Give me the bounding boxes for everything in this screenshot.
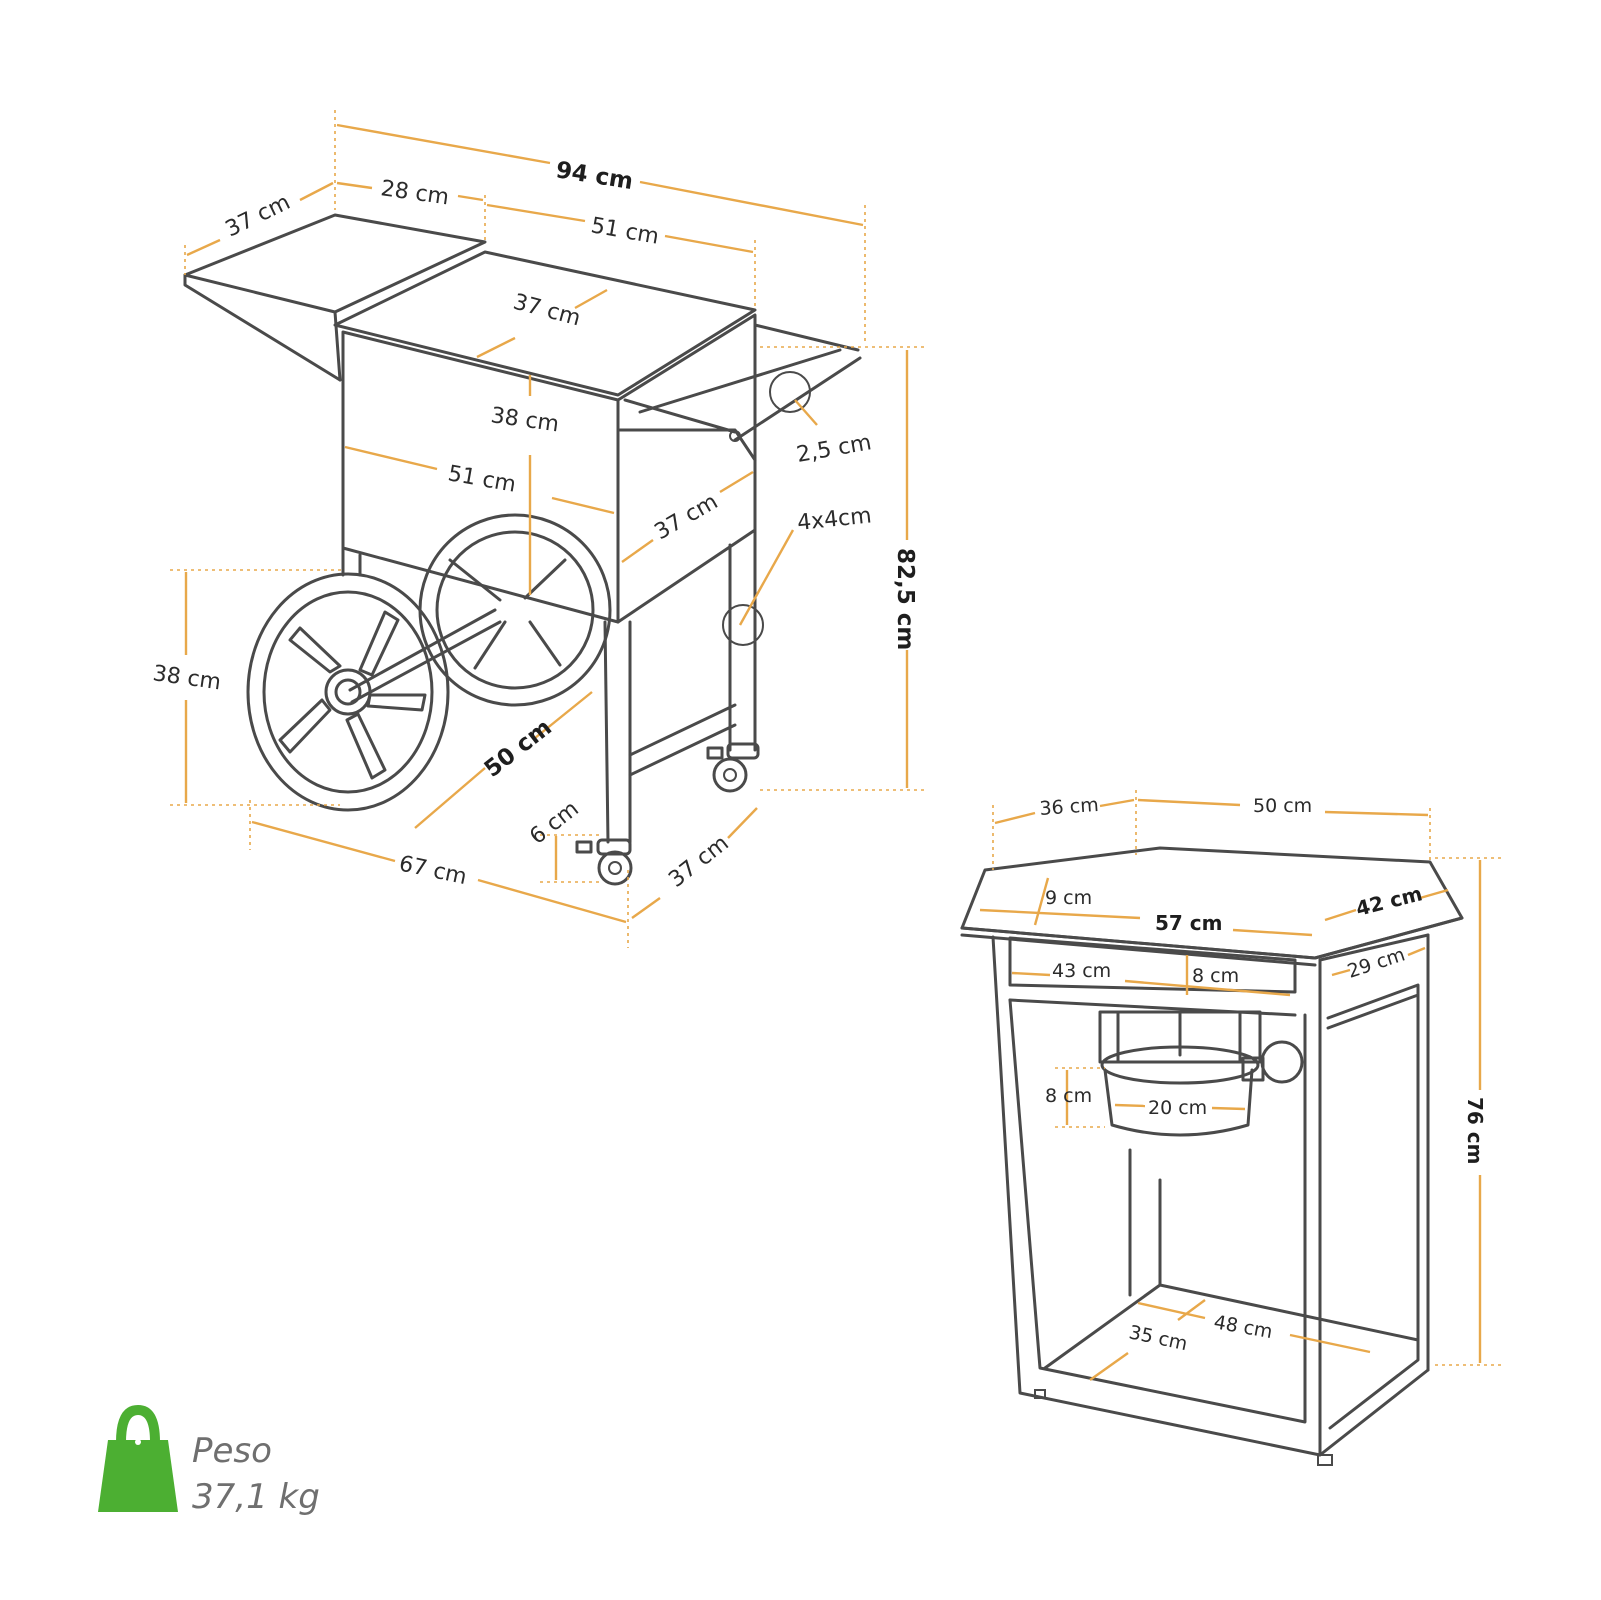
machine-dimension-lines <box>979 790 1505 1381</box>
cart-base-depth-label: 37 cm <box>664 831 733 893</box>
machine-base-depth-label: 35 cm <box>1127 1321 1189 1355</box>
machine-roof-side-label: 42 cm <box>1353 881 1424 921</box>
cart-handle-diameter-label: 2,5 cm <box>795 430 874 468</box>
machine-base-width-label: 48 cm <box>1212 1311 1274 1343</box>
cart-box-width-front-label: 51 cm <box>446 461 518 498</box>
cart-wheel-height-label: 38 cm <box>151 661 222 695</box>
popcorn-machine-drawing <box>960 846 1464 1466</box>
caster-front <box>575 838 633 886</box>
machine-roof-front-label: 57 cm <box>1155 911 1223 935</box>
machine-side-depth-label: 29 cm <box>1345 944 1408 983</box>
machine-panel-height-label: 8 cm <box>1192 965 1239 987</box>
cart-box-width-top-label: 51 cm <box>589 213 661 250</box>
weight-icon <box>98 1404 178 1512</box>
cart-wheel-diameter-label: 50 cm <box>480 714 557 782</box>
front-wheel <box>246 572 450 812</box>
handle-callout-icon <box>769 371 811 413</box>
cart-box-height-label: 38 cm <box>489 403 560 437</box>
machine-kettle <box>1098 1010 1304 1137</box>
cart-side-shelf-label: 28 cm <box>379 176 450 210</box>
weight-title: Peso <box>192 1431 272 1471</box>
machine-panel-width-label: 43 cm <box>1052 960 1111 982</box>
cart-total-width-label: 94 cm <box>554 157 635 195</box>
weight-badge: Peso 37,1 kg <box>98 1404 320 1517</box>
cart-leg-section-label: 4x4cm <box>796 503 873 536</box>
machine-roof-overhang-label: 9 cm <box>1045 887 1092 909</box>
cart-dimension-lines <box>170 110 925 948</box>
cart-box-side <box>616 313 757 624</box>
cart-total-height-label: 82,5 cm <box>892 548 918 650</box>
machine-kettle-height-label: 8 cm <box>1045 1085 1092 1107</box>
cart-left-shelf <box>183 213 487 314</box>
machine-kettle-diameter-label: 20 cm <box>1148 1097 1207 1119</box>
machine-front-panel <box>1008 936 1297 994</box>
cart-box-depth-top-label: 37 cm <box>510 290 583 332</box>
cart-caster-height-label: 6 cm <box>525 796 583 849</box>
machine-total-height-label: 76 cm <box>1463 1097 1487 1165</box>
machine-front-frame <box>991 935 1322 1457</box>
leg-callout-icon <box>722 604 764 646</box>
popcorn-cart-drawing <box>183 213 862 886</box>
machine-roof-width-label: 50 cm <box>1253 795 1312 817</box>
weight-value: 37,1 kg <box>192 1477 320 1517</box>
caster-rear <box>706 742 760 793</box>
machine-roof-depth-label: 36 cm <box>1039 794 1100 820</box>
cart-base-length-label: 67 cm <box>397 851 469 890</box>
cart-box-depth-side-label: 37 cm <box>651 489 723 545</box>
cart-box-top <box>333 250 757 397</box>
